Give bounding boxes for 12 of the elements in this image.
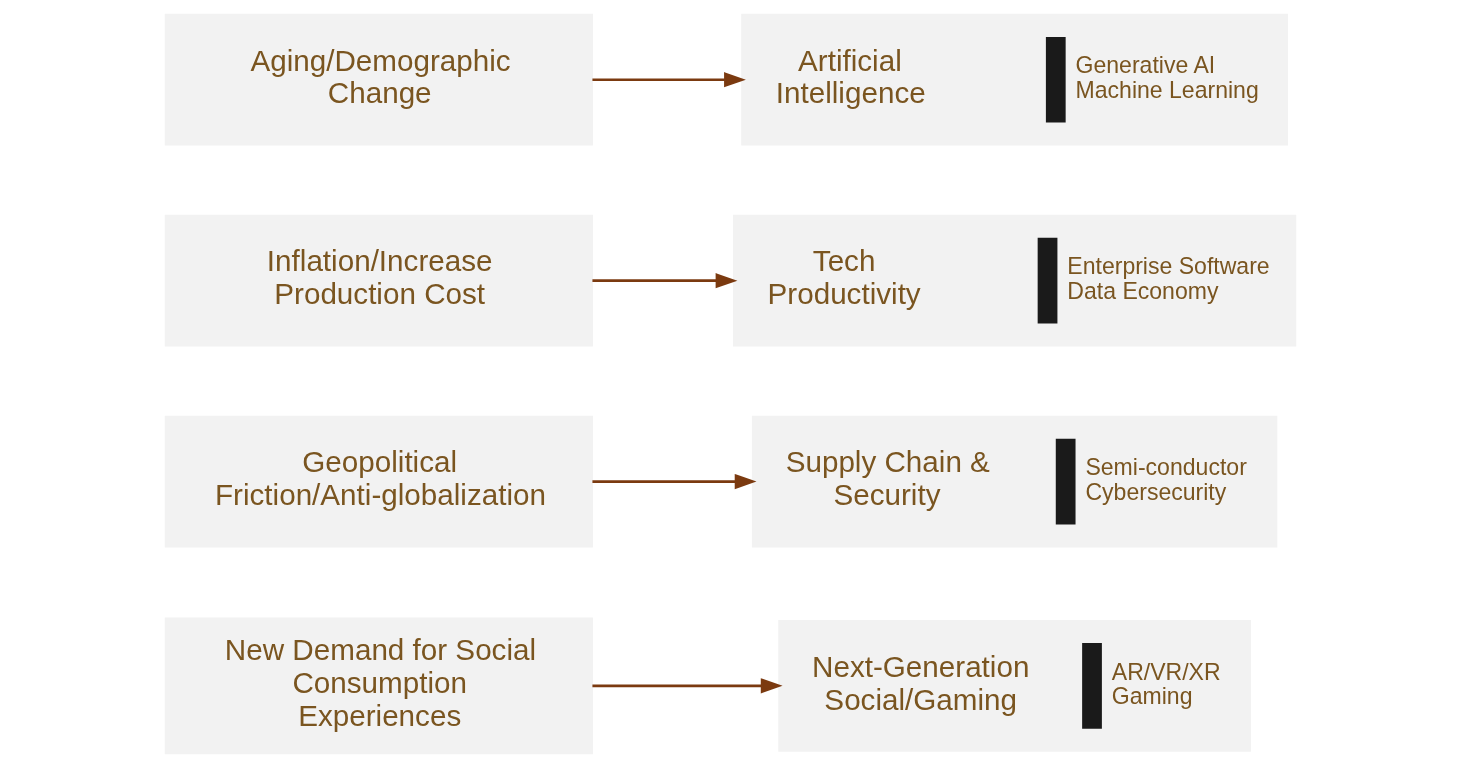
node-box: Geopolitical Friction/Anti-globalization: [164, 415, 593, 548]
node-box: Inflation/Increase Production Cost: [164, 214, 593, 347]
node-box: Artificial Intelligence Generative AI Machine Learning: [741, 13, 1288, 146]
arrow: [592, 678, 783, 694]
node-box: Next-Generation Social/Gaming AR/VR/XR Gaming: [778, 619, 1251, 752]
node-box: New Demand for Social Consumption Experiences: [164, 617, 593, 755]
arrow: [592, 473, 757, 490]
node-box: Tech Productivity Enterprise Software Data Economy: [732, 214, 1297, 347]
arrow: [592, 72, 746, 88]
arrow: [592, 273, 738, 289]
node-box: Aging/Demographic Change: [164, 13, 593, 146]
node-box: Supply Chain & Security Semi-conductor Cybersecurity: [751, 415, 1278, 548]
